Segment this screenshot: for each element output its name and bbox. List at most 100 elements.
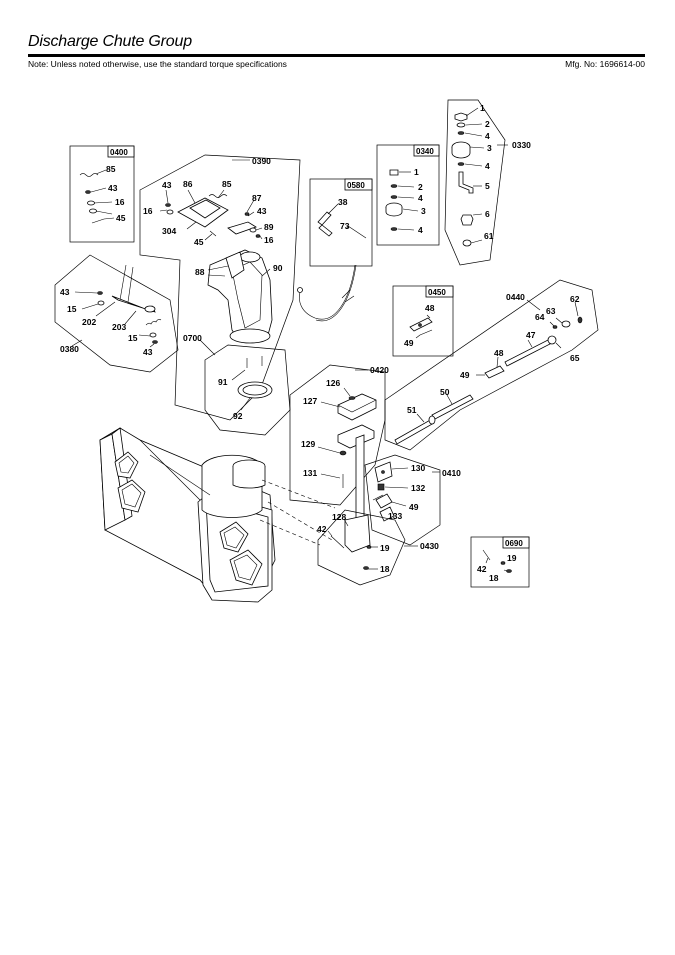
part-joint — [428, 415, 436, 425]
part-pin — [91, 218, 105, 224]
part-bolt — [482, 549, 491, 561]
part-nut — [500, 561, 506, 565]
callout: 126 — [326, 378, 340, 388]
group-0690: 0690 19 42 18 — [470, 536, 530, 588]
group-0440-label: 0440 — [506, 292, 525, 302]
part-tower-post — [355, 434, 365, 524]
callout: 4 — [418, 225, 423, 235]
part-knob-side — [451, 147, 471, 159]
part-spring — [208, 194, 228, 198]
part-link-2 — [318, 224, 333, 237]
part-chute-guide — [225, 251, 245, 279]
callout: 45 — [194, 237, 204, 247]
title-rule — [28, 54, 645, 57]
group-0420-outline — [289, 364, 386, 506]
callout: 50 — [440, 387, 450, 397]
part-nut — [377, 483, 385, 491]
callout: 49 — [409, 502, 419, 512]
group-0430-label: 0430 — [420, 541, 439, 551]
callout: 65 — [570, 353, 580, 363]
callout: 73 — [340, 221, 350, 231]
part-spacer — [375, 493, 393, 509]
part-knob-side — [385, 207, 403, 217]
part-washer — [456, 122, 466, 128]
part-rod — [347, 225, 367, 239]
part-clip — [390, 184, 398, 188]
callout: 43 — [60, 287, 70, 297]
part-clip — [577, 316, 583, 324]
callout: 45 — [116, 213, 126, 223]
part-shaft — [504, 339, 551, 367]
callout: 18 — [489, 573, 499, 583]
part-shaft-lower — [394, 418, 435, 445]
part-deflector-top — [189, 199, 221, 219]
part-nut-2 — [152, 340, 158, 344]
callout: 48 — [425, 303, 435, 313]
part-washer — [166, 209, 174, 215]
part-tower-plate — [337, 424, 375, 449]
group-0430-outline — [317, 509, 406, 586]
callout: 38 — [338, 197, 348, 207]
callout: 131 — [303, 468, 317, 478]
group-0400-label: 0400 — [110, 148, 128, 157]
group-0580-outline — [309, 178, 373, 267]
part-shaft-end — [547, 335, 557, 345]
callout: 90 — [273, 263, 283, 273]
callout: 42 — [477, 564, 487, 574]
tower-post — [337, 424, 375, 553]
part-bushing — [561, 320, 571, 328]
callout: 203 — [112, 322, 126, 332]
part-crank — [458, 171, 474, 194]
group-0380-outline — [54, 254, 179, 373]
callout: 15 — [67, 304, 77, 314]
part-cap — [348, 396, 356, 400]
callout: 49 — [460, 370, 470, 380]
callout: 62 — [570, 294, 580, 304]
callout: 304 — [162, 226, 176, 236]
group-0380-label: 0380 — [60, 344, 79, 354]
callout: 47 — [526, 330, 536, 340]
callout: 16 — [143, 206, 153, 216]
callout: 88 — [195, 267, 205, 277]
part-nut-3 — [255, 234, 261, 238]
part-nut — [462, 239, 472, 247]
part-washer — [97, 300, 105, 306]
group-0390-label: 0390 — [252, 156, 271, 166]
callout: 42 — [317, 524, 327, 534]
part-chute-base — [229, 328, 271, 344]
group-0690-label: 0690 — [505, 539, 523, 548]
group-0430: 0430 128 42 19 18 — [317, 509, 439, 586]
callout: 132 — [411, 483, 425, 493]
part-clip-2 — [390, 195, 398, 199]
part-nut-2 — [363, 566, 369, 570]
part-housing — [337, 393, 377, 421]
part-rod — [119, 264, 127, 301]
callout: 91 — [218, 377, 228, 387]
group-0450: 0450 48 49 — [392, 285, 454, 357]
callout: 87 — [252, 193, 262, 203]
group-0330: 0330 1 2 4 3 4 5 6 61 — [444, 99, 531, 266]
callout: 86 — [183, 179, 193, 189]
torque-note: Note: Unless noted otherwise, use the st… — [28, 59, 287, 69]
part-spring — [79, 173, 99, 177]
callout: 43 — [108, 183, 118, 193]
callout: 18 — [380, 564, 390, 574]
part-cap — [389, 169, 399, 176]
group-0400-outline — [69, 145, 135, 243]
callout: 19 — [380, 543, 390, 553]
group-0410-label: 0410 — [442, 468, 461, 478]
group-0440: 0440 62 63 64 47 65 48 49 50 51 — [384, 279, 599, 451]
callout: 2 — [485, 119, 490, 129]
group-0380: 0380 43 15 202 203 15 43 — [54, 254, 179, 373]
callout: 61 — [484, 231, 494, 241]
callout: 85 — [106, 164, 116, 174]
callout: 43 — [257, 206, 267, 216]
part-cable-end — [297, 287, 303, 293]
group-0340-outline — [376, 144, 440, 246]
housing-vent-4 — [229, 549, 263, 586]
part-clip-2 — [457, 162, 465, 166]
part-nut-2 — [506, 569, 512, 573]
part-bushing — [460, 214, 474, 226]
group-0440-outline — [384, 279, 599, 451]
callout: 2 — [418, 182, 423, 192]
